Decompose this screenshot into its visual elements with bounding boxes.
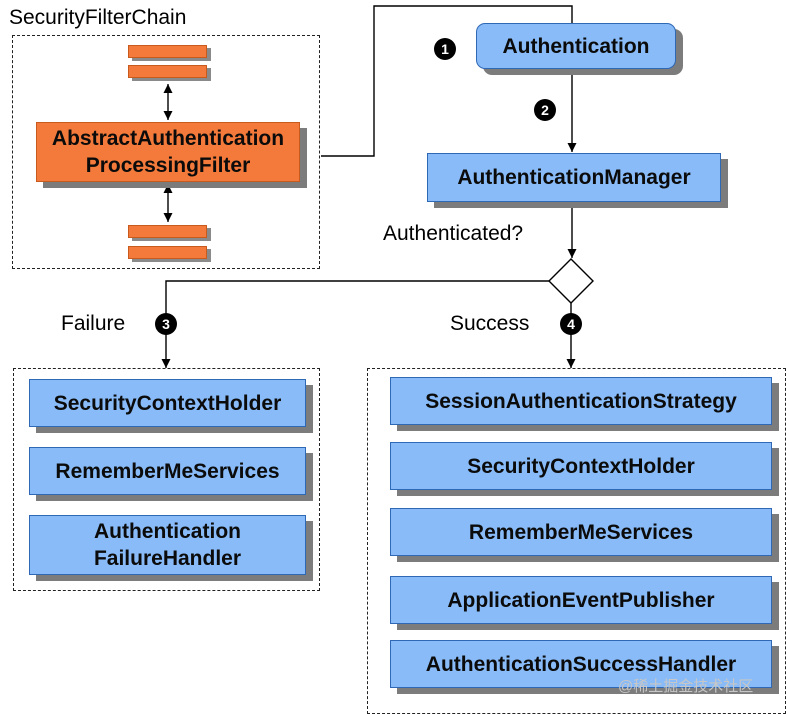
success-security-context-holder-box: SecurityContextHolder [390, 442, 772, 490]
authentication-failure-handler-box: Authentication FailureHandler [29, 515, 306, 575]
success-security-context-holder-label: SecurityContextHolder [467, 454, 695, 478]
authentication-box: Authentication [476, 23, 676, 69]
failure-handlers-container [13, 368, 320, 591]
authentication-manager-label: AuthenticationManager [457, 166, 691, 189]
authentication-success-handler-box: AuthenticationSuccessHandler [390, 640, 772, 688]
authentication-label: Authentication [502, 34, 650, 58]
failure-remember-me-services-label: RememberMeServices [55, 459, 280, 483]
failure-security-context-holder-box: SecurityContextHolder [29, 379, 306, 427]
success-remember-me-services-box: RememberMeServices [390, 508, 772, 556]
failure-remember-me-services-box: RememberMeServices [29, 447, 306, 495]
step-2-badge: 2 [534, 99, 556, 121]
filter-to-authentication-line [321, 5, 573, 157]
failure-security-context-holder-label: SecurityContextHolder [53, 391, 282, 415]
step-4-badge: 4 [560, 313, 582, 335]
abstract-authentication-processing-filter: AbstractAuthentication ProcessingFilter [36, 122, 300, 182]
security-filter-chain-title: SecurityFilterChain [9, 6, 187, 29]
authenticated-question-label: Authenticated? [383, 222, 524, 245]
failure-label: Failure [61, 312, 126, 335]
filter-bar-bottom-1 [128, 225, 207, 238]
failure-handler-label-line2: FailureHandler [93, 547, 242, 570]
success-remember-me-services-label: RememberMeServices [468, 520, 694, 544]
filter-bar-bottom-2 [128, 246, 207, 259]
success-label: Success [450, 312, 530, 335]
application-event-publisher-label: ApplicationEventPublisher [447, 588, 715, 612]
session-authentication-strategy-label: SessionAuthenticationStrategy [425, 389, 737, 413]
authentication-manager-box: AuthenticationManager [427, 153, 721, 202]
session-authentication-strategy-box: SessionAuthenticationStrategy [390, 377, 772, 425]
failure-branch-line [161, 280, 549, 368]
filter-bar-top-1 [128, 45, 207, 58]
decision-diamond [548, 258, 594, 304]
failure-handler-label-line1: Authentication [93, 520, 241, 543]
filter-label-line1: AbstractAuthentication [51, 127, 285, 150]
watermark-text: @稀土掘金技术社区 [618, 678, 754, 695]
application-event-publisher-box: ApplicationEventPublisher [390, 576, 772, 624]
security-filter-chain-container [12, 35, 320, 269]
filter-label-line2: ProcessingFilter [85, 154, 251, 177]
step-3-badge: 3 [155, 313, 177, 335]
filter-bar-top-2 [128, 65, 207, 78]
step-1-badge: 1 [434, 38, 456, 60]
authentication-success-handler-label: AuthenticationSuccessHandler [425, 652, 737, 676]
